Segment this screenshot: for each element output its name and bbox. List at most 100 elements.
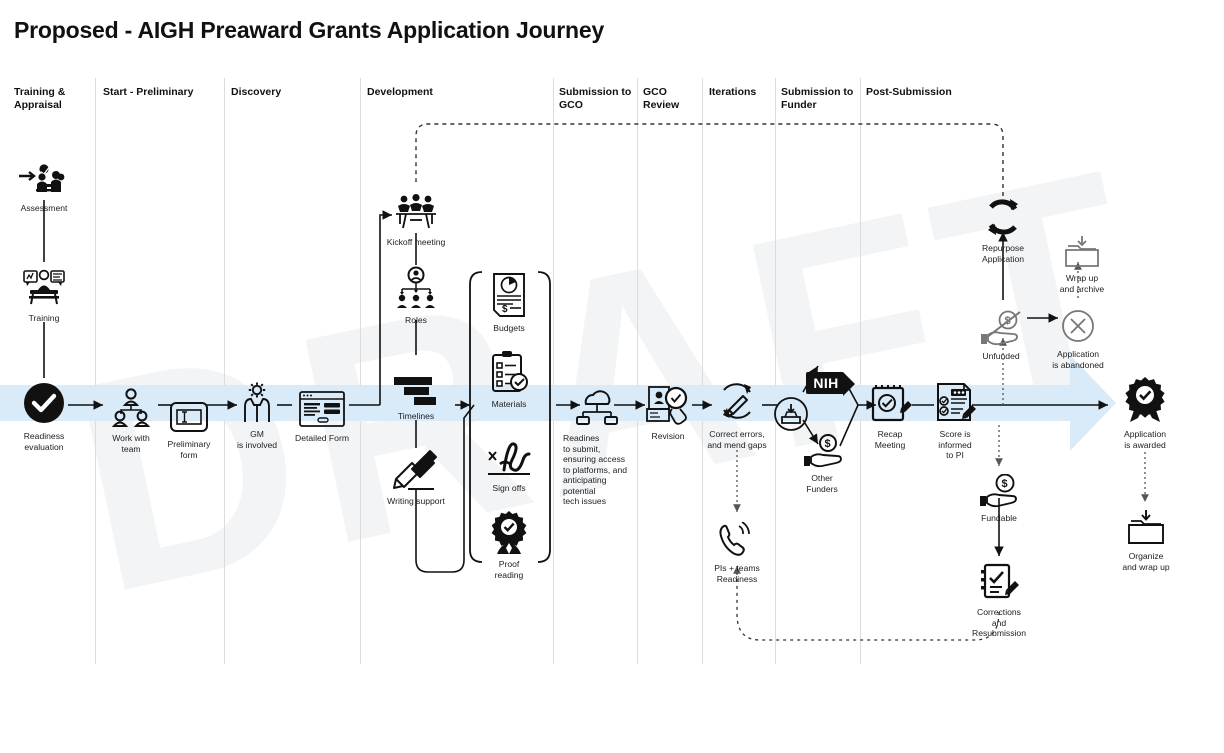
nih-label: NIH	[806, 372, 856, 396]
column-header-training-appraisal: Training & Appraisal	[14, 86, 66, 111]
svg-text:$: $	[502, 304, 508, 315]
readiness-to-submit-label: Readines to submit, ensuring access to p…	[563, 433, 628, 506]
column-header-post-submission: Post-Submission	[866, 86, 952, 98]
node-roles[interactable]: Roles	[370, 264, 462, 326]
node-pis-teams-readiness[interactable]: PIs + teams Readiness	[691, 512, 783, 584]
cloud-upload-platform-icon	[573, 382, 619, 428]
node-assessment[interactable]: Assessment	[0, 152, 90, 214]
training-icon	[21, 262, 67, 308]
preliminary-form-label: Preliminary form	[167, 439, 211, 460]
recap-meeting-label: Recap Meeting	[874, 429, 906, 450]
node-readiness-evaluation[interactable]: Readiness evaluation	[0, 380, 90, 452]
signature-icon	[484, 432, 534, 478]
node-materials[interactable]: Materials	[463, 348, 555, 410]
timelines-label: Timelines	[397, 411, 435, 421]
column-header-submission-to-gco: Submission to GCO	[559, 86, 632, 111]
award-ribbon-icon	[1121, 377, 1169, 424]
column-divider	[702, 78, 703, 664]
repurpose-cycle-icon	[982, 192, 1024, 238]
budgets-label: Budgets	[493, 323, 525, 333]
score-informed-label: Score is informed to PI	[938, 429, 972, 460]
fundable-label: Fundable	[981, 513, 1017, 523]
sign-offs-label: Sign offs	[492, 483, 526, 493]
draft-watermark: DRAFT	[48, 103, 1172, 657]
svg-text:$: $	[1002, 478, 1008, 490]
organize-wrap-up-label: Organize and wrap up	[1122, 551, 1170, 572]
column-header-discovery: Discovery	[231, 86, 282, 98]
form-input-icon	[169, 388, 209, 434]
fundable-icon: $	[977, 462, 1021, 508]
writing-support-icon	[390, 445, 442, 491]
node-readiness-to-submit[interactable]: Readines to submit, ensuring access to p…	[550, 382, 642, 507]
corrections-checklist-icon	[977, 556, 1021, 602]
work-with-team-label: Work with team	[112, 433, 150, 454]
application-awarded-label: Application is awarded	[1123, 429, 1167, 450]
column-header-submission-to-funder: Submission to Funder	[781, 86, 854, 111]
node-application-awarded[interactable]: Application is awarded	[1099, 377, 1191, 450]
readiness-check-icon	[21, 380, 67, 426]
node-budgets[interactable]: $ Budgets	[463, 272, 555, 334]
node-detailed-form[interactable]: Detailed Form	[276, 382, 368, 444]
roles-hierarchy-icon	[392, 264, 440, 310]
column-divider	[775, 78, 776, 664]
node-correct-errors[interactable]: Correct errors, and mend gaps	[679, 378, 795, 450]
other-funders-icon: $	[800, 422, 844, 468]
node-score-informed[interactable]: Score is informed to PI	[909, 378, 1001, 461]
assessment-label: Assessment	[20, 203, 68, 213]
roles-label: Roles	[405, 315, 427, 325]
nih-badge-icon: NIH	[806, 348, 856, 396]
corrections-resubmission-label: Corrections and Resubmission	[972, 607, 1026, 638]
column-divider	[95, 78, 96, 664]
node-sign-offs[interactable]: Sign offs	[463, 432, 555, 494]
node-preliminary-form[interactable]: Preliminary form	[143, 388, 235, 460]
node-wrap-up-archive[interactable]: Wrap up and archive	[1036, 222, 1128, 294]
readiness-evaluation-label: Readiness evaluation	[23, 431, 65, 452]
organize-archive-icon	[1124, 500, 1168, 546]
training-label: Training	[28, 313, 60, 323]
node-work-with-team[interactable]: Work with team	[85, 382, 177, 454]
column-divider	[224, 78, 225, 664]
node-training[interactable]: Training	[0, 262, 90, 324]
score-report-icon	[933, 378, 977, 424]
node-gm-is-involved[interactable]: GM is involved	[211, 378, 303, 450]
node-corrections-resubmission[interactable]: Corrections and Resubmission	[941, 556, 1057, 639]
recap-meeting-icon	[868, 378, 912, 424]
revision-label: Revision	[651, 431, 685, 441]
node-revision[interactable]: Revision	[622, 380, 714, 442]
assessment-icon	[17, 152, 71, 198]
node-organize-wrap-up[interactable]: Organize and wrap up	[1088, 500, 1204, 572]
node-writing-support[interactable]: Writing support	[358, 445, 474, 507]
correct-errors-cycle-icon	[714, 378, 760, 424]
detailed-form-label: Detailed Form	[295, 433, 349, 443]
node-other-funders[interactable]: $ Other Funders	[776, 422, 868, 494]
writing-support-label: Writing support	[387, 496, 445, 506]
node-kickoff-meeting[interactable]: Kickoff meeting	[358, 186, 474, 248]
application-abandoned-label: Application is abandoned	[1052, 349, 1104, 370]
node-unfunded[interactable]: $ Unfunded	[955, 300, 1047, 362]
pis-teams-readiness-label: PIs + teams Readiness	[714, 563, 760, 584]
correct-errors-label: Correct errors, and mend gaps	[707, 429, 767, 450]
column-divider	[553, 78, 554, 664]
kickoff-meeting-label: Kickoff meeting	[386, 237, 446, 247]
timelines-gantt-icon	[390, 360, 442, 406]
node-submission-inbox[interactable]	[745, 386, 837, 432]
node-application-abandoned[interactable]: Application is abandoned	[1020, 298, 1136, 370]
node-timelines[interactable]: Timelines	[370, 360, 462, 422]
wrap-up-archive-label: Wrap up and archive	[1059, 273, 1105, 294]
node-fundable[interactable]: $ Fundable	[953, 462, 1045, 524]
column-divider	[360, 78, 361, 664]
journey-map-canvas: DRAFT Proposed - AIGH Preaward Grants Ap…	[0, 17, 1204, 664]
column-header-iterations: Iterations	[709, 86, 757, 98]
kickoff-meeting-icon	[390, 186, 442, 232]
repurpose-application-label: Repurpose Application	[981, 243, 1025, 264]
gm-gear-person-icon	[234, 378, 280, 424]
revision-review-icon	[645, 380, 691, 426]
team-icon	[108, 382, 154, 428]
materials-label: Materials	[491, 399, 527, 409]
unfunded-icon: $	[978, 300, 1024, 346]
node-proof-reading[interactable]: Proof reading	[463, 508, 555, 580]
other-funders-label: Other Funders	[806, 473, 838, 494]
column-header-gco-review: GCO Review	[643, 86, 680, 111]
journey-band-arrowhead	[1070, 355, 1116, 451]
proof-reading-badge-icon	[487, 508, 531, 554]
